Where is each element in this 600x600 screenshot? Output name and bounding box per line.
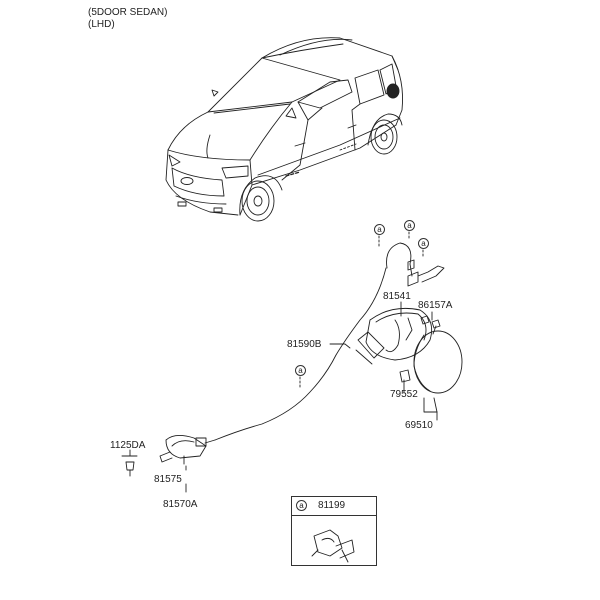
ref-marker-a: a — [418, 238, 429, 249]
release-lever-assembly — [121, 435, 216, 493]
part-label-79552: 79552 — [390, 389, 418, 400]
part-label-69510: 69510 — [405, 420, 433, 431]
part-label-81570A: 81570A — [163, 499, 198, 510]
ref-marker-a: a — [404, 220, 415, 231]
part-label-81590B: 81590B — [287, 339, 322, 350]
drive-type-label: (LHD) — [88, 19, 115, 30]
legend-header: a 81199 — [292, 497, 376, 516]
part-label-1125DA: 1125DA — [110, 440, 146, 451]
car-illustration — [165, 37, 403, 222]
legend-ref-marker: a — [296, 500, 307, 511]
model-header: (5DOOR SEDAN) — [88, 7, 168, 18]
part-label-81541: 81541 — [383, 291, 411, 302]
ref-marker-a: a — [295, 365, 306, 376]
part-label-81575: 81575 — [154, 474, 182, 485]
legend-part-label: 81199 — [318, 500, 346, 511]
ref-marker-a: a — [374, 224, 385, 235]
fuel-filler-assembly — [214, 231, 463, 441]
part-label-86157A: 86157A — [418, 300, 453, 311]
legend-part-drawing — [311, 529, 355, 563]
legend-box: a 81199 — [291, 496, 377, 566]
